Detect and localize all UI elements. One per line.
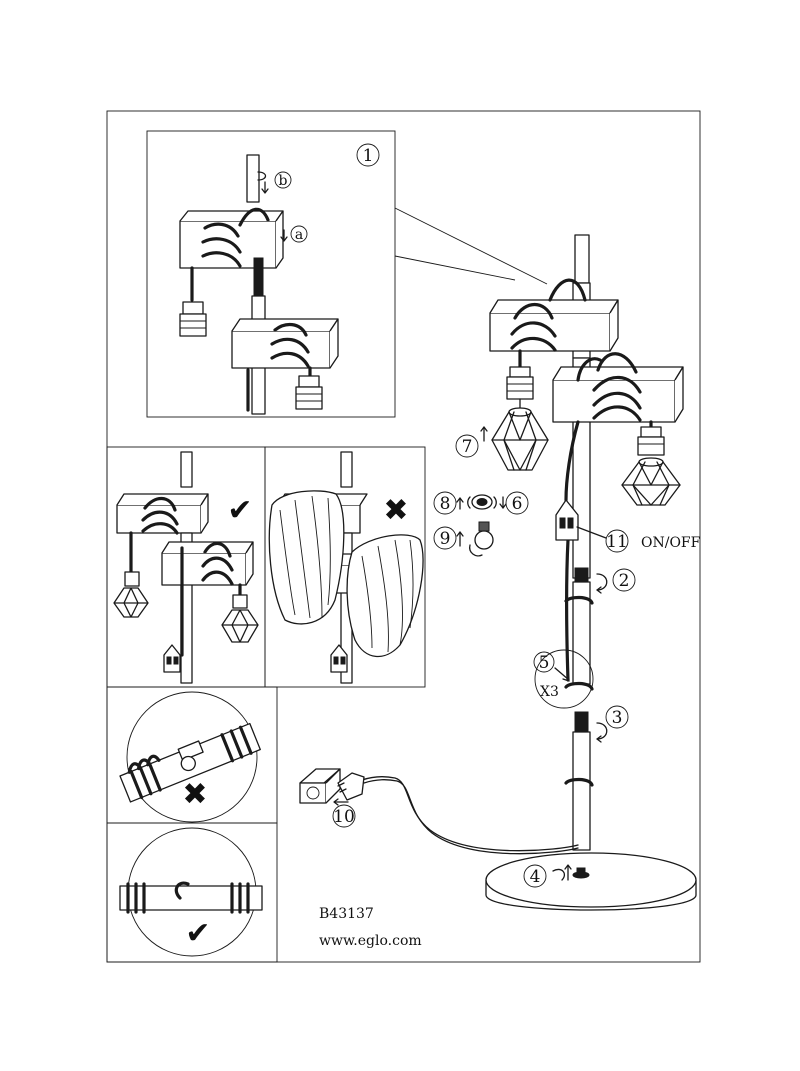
cable-clip [564, 777, 594, 787]
wooden-bracket [231, 330, 331, 369]
cage-shade [621, 457, 681, 506]
clip-detail-circle [534, 649, 594, 709]
power-plug [337, 772, 365, 801]
step-marker-b: b [279, 173, 288, 189]
inline-switch [163, 644, 181, 673]
lamp-socket [298, 375, 320, 388]
wooden-bracket [552, 379, 676, 423]
inline-switch [330, 644, 348, 673]
lamp-socket [640, 426, 662, 438]
rod-segment [246, 154, 260, 203]
down-arrow-icon [261, 188, 269, 194]
lamp-socket [509, 366, 531, 378]
main-lamp-illustration: 7 11 O [299, 234, 701, 911]
shade-placement-panel: ✔ ✖ [106, 446, 426, 688]
wrong-cross-icon: ✖ [182, 777, 207, 812]
wooden-bracket [116, 504, 202, 534]
step-number-5: 5 [539, 653, 550, 673]
step-number-7: 7 [462, 437, 473, 457]
step-number-1: 1 [363, 146, 374, 166]
detail-circle [126, 691, 258, 823]
step-number-4: 4 [530, 867, 541, 887]
switch-label: ON/OFF [641, 535, 701, 551]
lamp-pole-top [574, 234, 590, 284]
rotate-arrow-icon [552, 868, 566, 881]
power-cord [361, 776, 579, 852]
correct-check-icon: ✔ [185, 916, 210, 951]
website-url: www.eglo.com [319, 933, 422, 949]
pole-joint [574, 567, 589, 583]
down-arrow-icon [499, 503, 507, 509]
model-number: B43137 [319, 906, 374, 922]
cord-wrap-detail-panel: ✖ ✔ [106, 686, 278, 963]
step-number-6: 6 [512, 494, 523, 514]
lamp-base [485, 852, 697, 911]
rotate-arrow-icon [257, 171, 267, 181]
quantity-label: X3 [540, 684, 559, 700]
step-number-2: 2 [619, 571, 630, 591]
cage-shade [221, 609, 259, 643]
light-bulb-icon [474, 521, 494, 550]
rotate-arrow-icon [596, 722, 608, 740]
correct-check-icon: ✔ [227, 493, 252, 528]
step-number-10: 10 [333, 807, 355, 827]
left-arrow-icon [333, 798, 339, 806]
lamp-pole-bottom [572, 731, 591, 851]
threaded-rod [253, 257, 264, 299]
down-arrow-icon [280, 236, 288, 242]
rotate-arrow-icon [596, 573, 608, 591]
step-number-11: 11 [606, 532, 628, 552]
wrong-cross-icon: ✖ [383, 493, 408, 528]
wall-socket [299, 768, 341, 804]
cloth-covered-shade [268, 490, 345, 625]
lamp-socket [182, 301, 204, 315]
up-arrow-icon [456, 531, 464, 537]
detail-step-1-box: b a 1 [146, 130, 548, 418]
cable-clip [564, 681, 594, 691]
cable-clip [564, 595, 594, 605]
pole-joint [574, 711, 589, 733]
step-number-3: 3 [612, 708, 623, 728]
up-arrow-icon [480, 426, 488, 432]
step-number-8: 8 [440, 494, 451, 514]
up-arrow-icon [456, 497, 464, 503]
step-number-9: 9 [440, 529, 451, 549]
step-marker-a: a [295, 227, 303, 243]
cage-shade [491, 407, 549, 471]
cage-shade [113, 587, 149, 618]
